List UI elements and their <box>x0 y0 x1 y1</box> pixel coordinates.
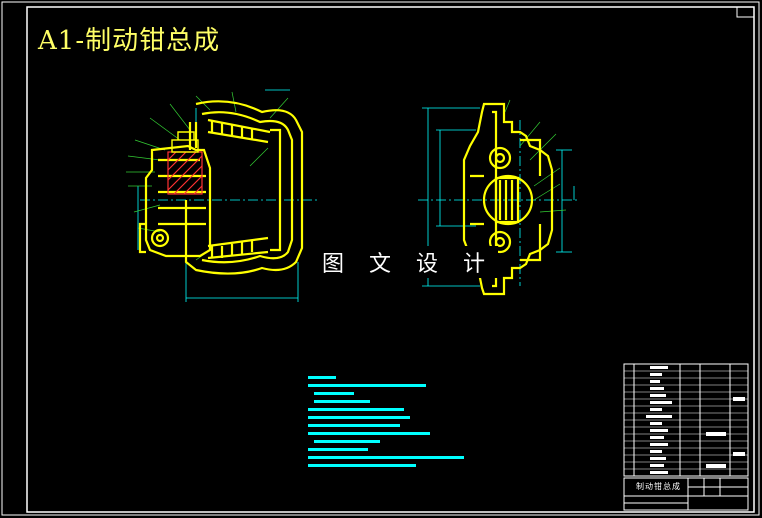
inner-frame <box>26 6 755 513</box>
corner-marker <box>736 6 755 18</box>
technical-notes <box>308 376 464 467</box>
caliper-side-view <box>126 89 320 302</box>
parts-list-table <box>623 363 749 477</box>
title-block <box>623 477 749 511</box>
parts-list-text <box>646 366 745 474</box>
drawing-title: A1-制动钳总成 <box>38 26 221 56</box>
caliper-front-view <box>418 99 580 296</box>
title-block-name: 制动钳总成 <box>636 482 681 491</box>
watermark-text: 图 文 设 计 <box>318 246 498 278</box>
